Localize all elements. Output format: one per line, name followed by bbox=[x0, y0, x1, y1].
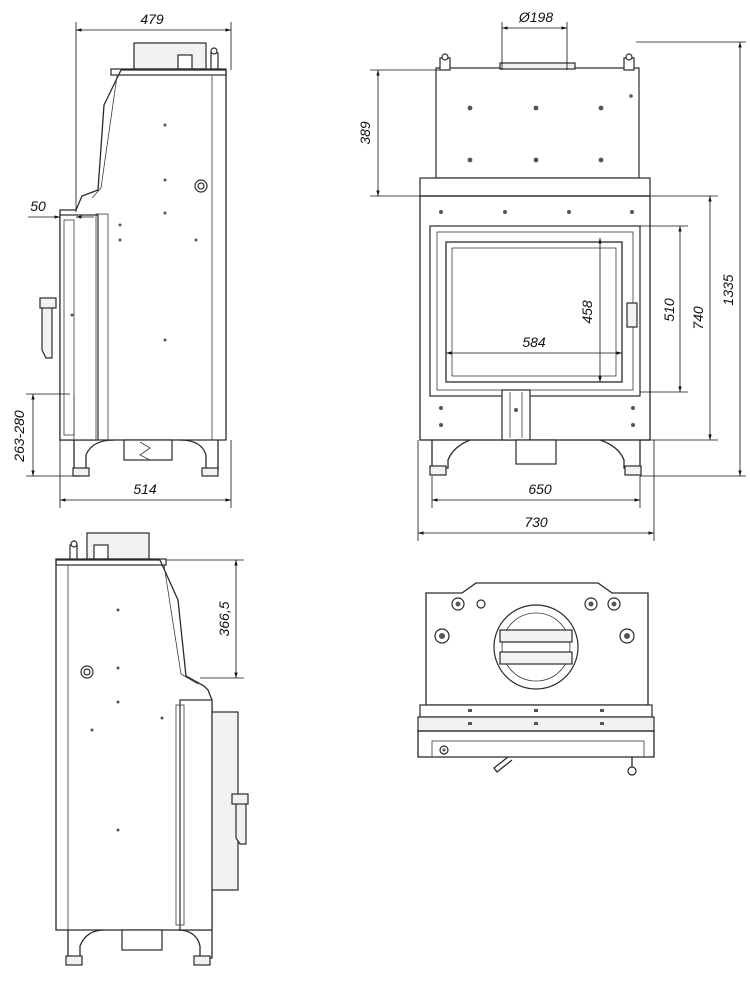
dim-total-height: 1335 bbox=[720, 274, 736, 305]
side-right-dimensions: 366,5 bbox=[166, 559, 244, 679]
dim-front-opening-height: 510 bbox=[661, 298, 677, 322]
dim-front-frame-width: 730 bbox=[524, 514, 548, 530]
dim-side-right-hood-height: 366,5 bbox=[216, 601, 232, 636]
front-view bbox=[419, 53, 651, 476]
dim-side-left-leg-height: 263-280 bbox=[11, 410, 27, 463]
dim-side-left-top-width: 479 bbox=[140, 11, 164, 27]
dim-front-body-width: 650 bbox=[528, 481, 552, 497]
dim-front-glass-height: 458 bbox=[579, 300, 595, 324]
dim-flue-diameter: Ø198 bbox=[518, 9, 553, 25]
dim-side-left-bottom-width: 514 bbox=[133, 481, 157, 497]
dim-front-frame-height: 740 bbox=[690, 306, 706, 330]
top-view bbox=[417, 582, 655, 776]
dim-front-glass-width: 584 bbox=[522, 334, 546, 350]
dim-side-left-door-offset: 50 bbox=[30, 198, 46, 214]
dim-front-hood-height: 389 bbox=[357, 121, 373, 145]
side-view-left bbox=[39, 42, 227, 477]
side-view-right bbox=[55, 532, 249, 966]
front-dimensions: Ø198 389 458 584 510 740 1335 650 730 bbox=[357, 9, 746, 541]
side-left-dimensions: 479 50 263-280 514 bbox=[11, 11, 232, 508]
